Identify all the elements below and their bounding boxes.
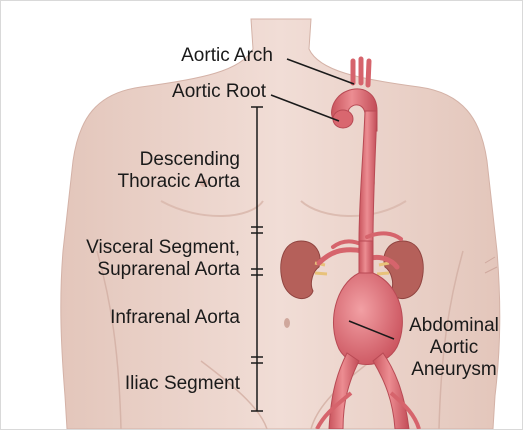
- label-iliac-segment: Iliac Segment: [125, 373, 240, 395]
- label-visceral-segment: Visceral Segment, Suprarenal Aorta: [86, 237, 240, 281]
- label-infrarenal-aorta: Infrarenal Aorta: [110, 307, 240, 329]
- label-aortic-arch: Aortic Arch: [181, 45, 273, 67]
- label-descending-thoracic: Descending Thoracic Aorta: [118, 149, 241, 193]
- label-abdominal-aortic-aneurysm: Abdominal Aortic Aneurysm: [394, 315, 514, 381]
- label-aortic-root: Aortic Root: [172, 81, 266, 103]
